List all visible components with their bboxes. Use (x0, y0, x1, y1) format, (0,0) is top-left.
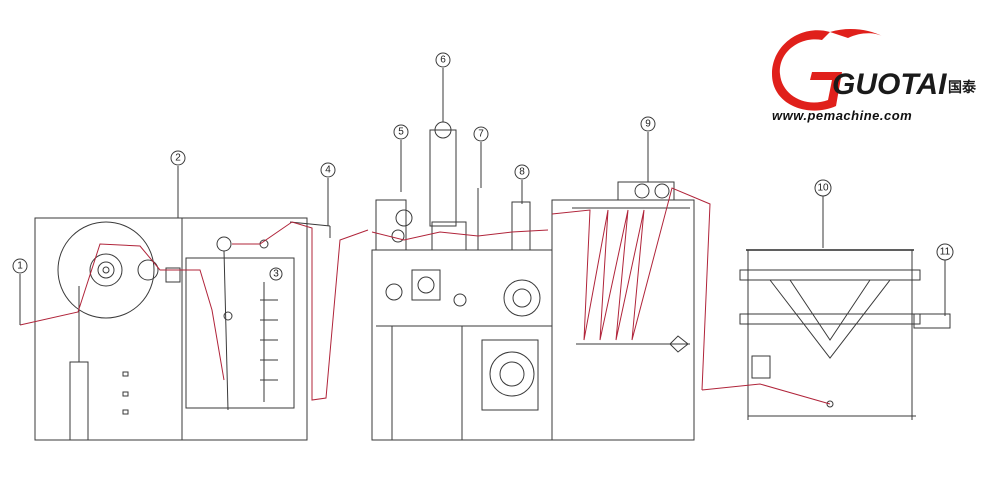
callout-4-label: 4 (325, 165, 331, 176)
website-url: www.pemachine.com (772, 108, 913, 123)
festoon-section (551, 181, 711, 441)
unwind-stand (19, 217, 369, 441)
callout-7-label: 7 (478, 129, 484, 140)
rewind-table (701, 249, 951, 420)
callout-11-label: 11 (940, 247, 951, 258)
logo-chinese-text: 国泰 (948, 79, 977, 96)
callout-6-label: 6 (440, 55, 446, 66)
dragon-flourish (830, 29, 882, 38)
callout-2-label: 2 (175, 153, 181, 164)
callout-5: 5 (393, 124, 409, 192)
callout-1-label: 1 (17, 261, 23, 272)
center-machine (371, 121, 553, 441)
callout-1: 1 (12, 258, 28, 325)
callout-5-label: 5 (398, 127, 404, 138)
callout-9: 9 (640, 116, 656, 182)
callout-2: 2 (170, 150, 186, 218)
callout-10: 10 (814, 179, 832, 248)
logo-brand-text: GUOTAI (832, 68, 947, 101)
callout-10-label: 10 (817, 183, 829, 194)
g-swoosh (772, 30, 842, 111)
callout-8-label: 8 (519, 167, 525, 178)
callout-9-label: 9 (645, 119, 651, 130)
callout-7: 7 (473, 126, 489, 188)
callout-3-label: 3 (273, 269, 279, 280)
callout-6: 6 (435, 52, 451, 122)
callout-8: 8 (514, 164, 530, 204)
callouts: 1 2 3 4 5 6 7 (12, 52, 954, 325)
callout-4: 4 (320, 162, 336, 226)
callout-11: 11 (936, 243, 954, 316)
guotai-logo: GUOTAI 国泰 (772, 29, 977, 111)
callout-3: 3 (269, 267, 283, 281)
